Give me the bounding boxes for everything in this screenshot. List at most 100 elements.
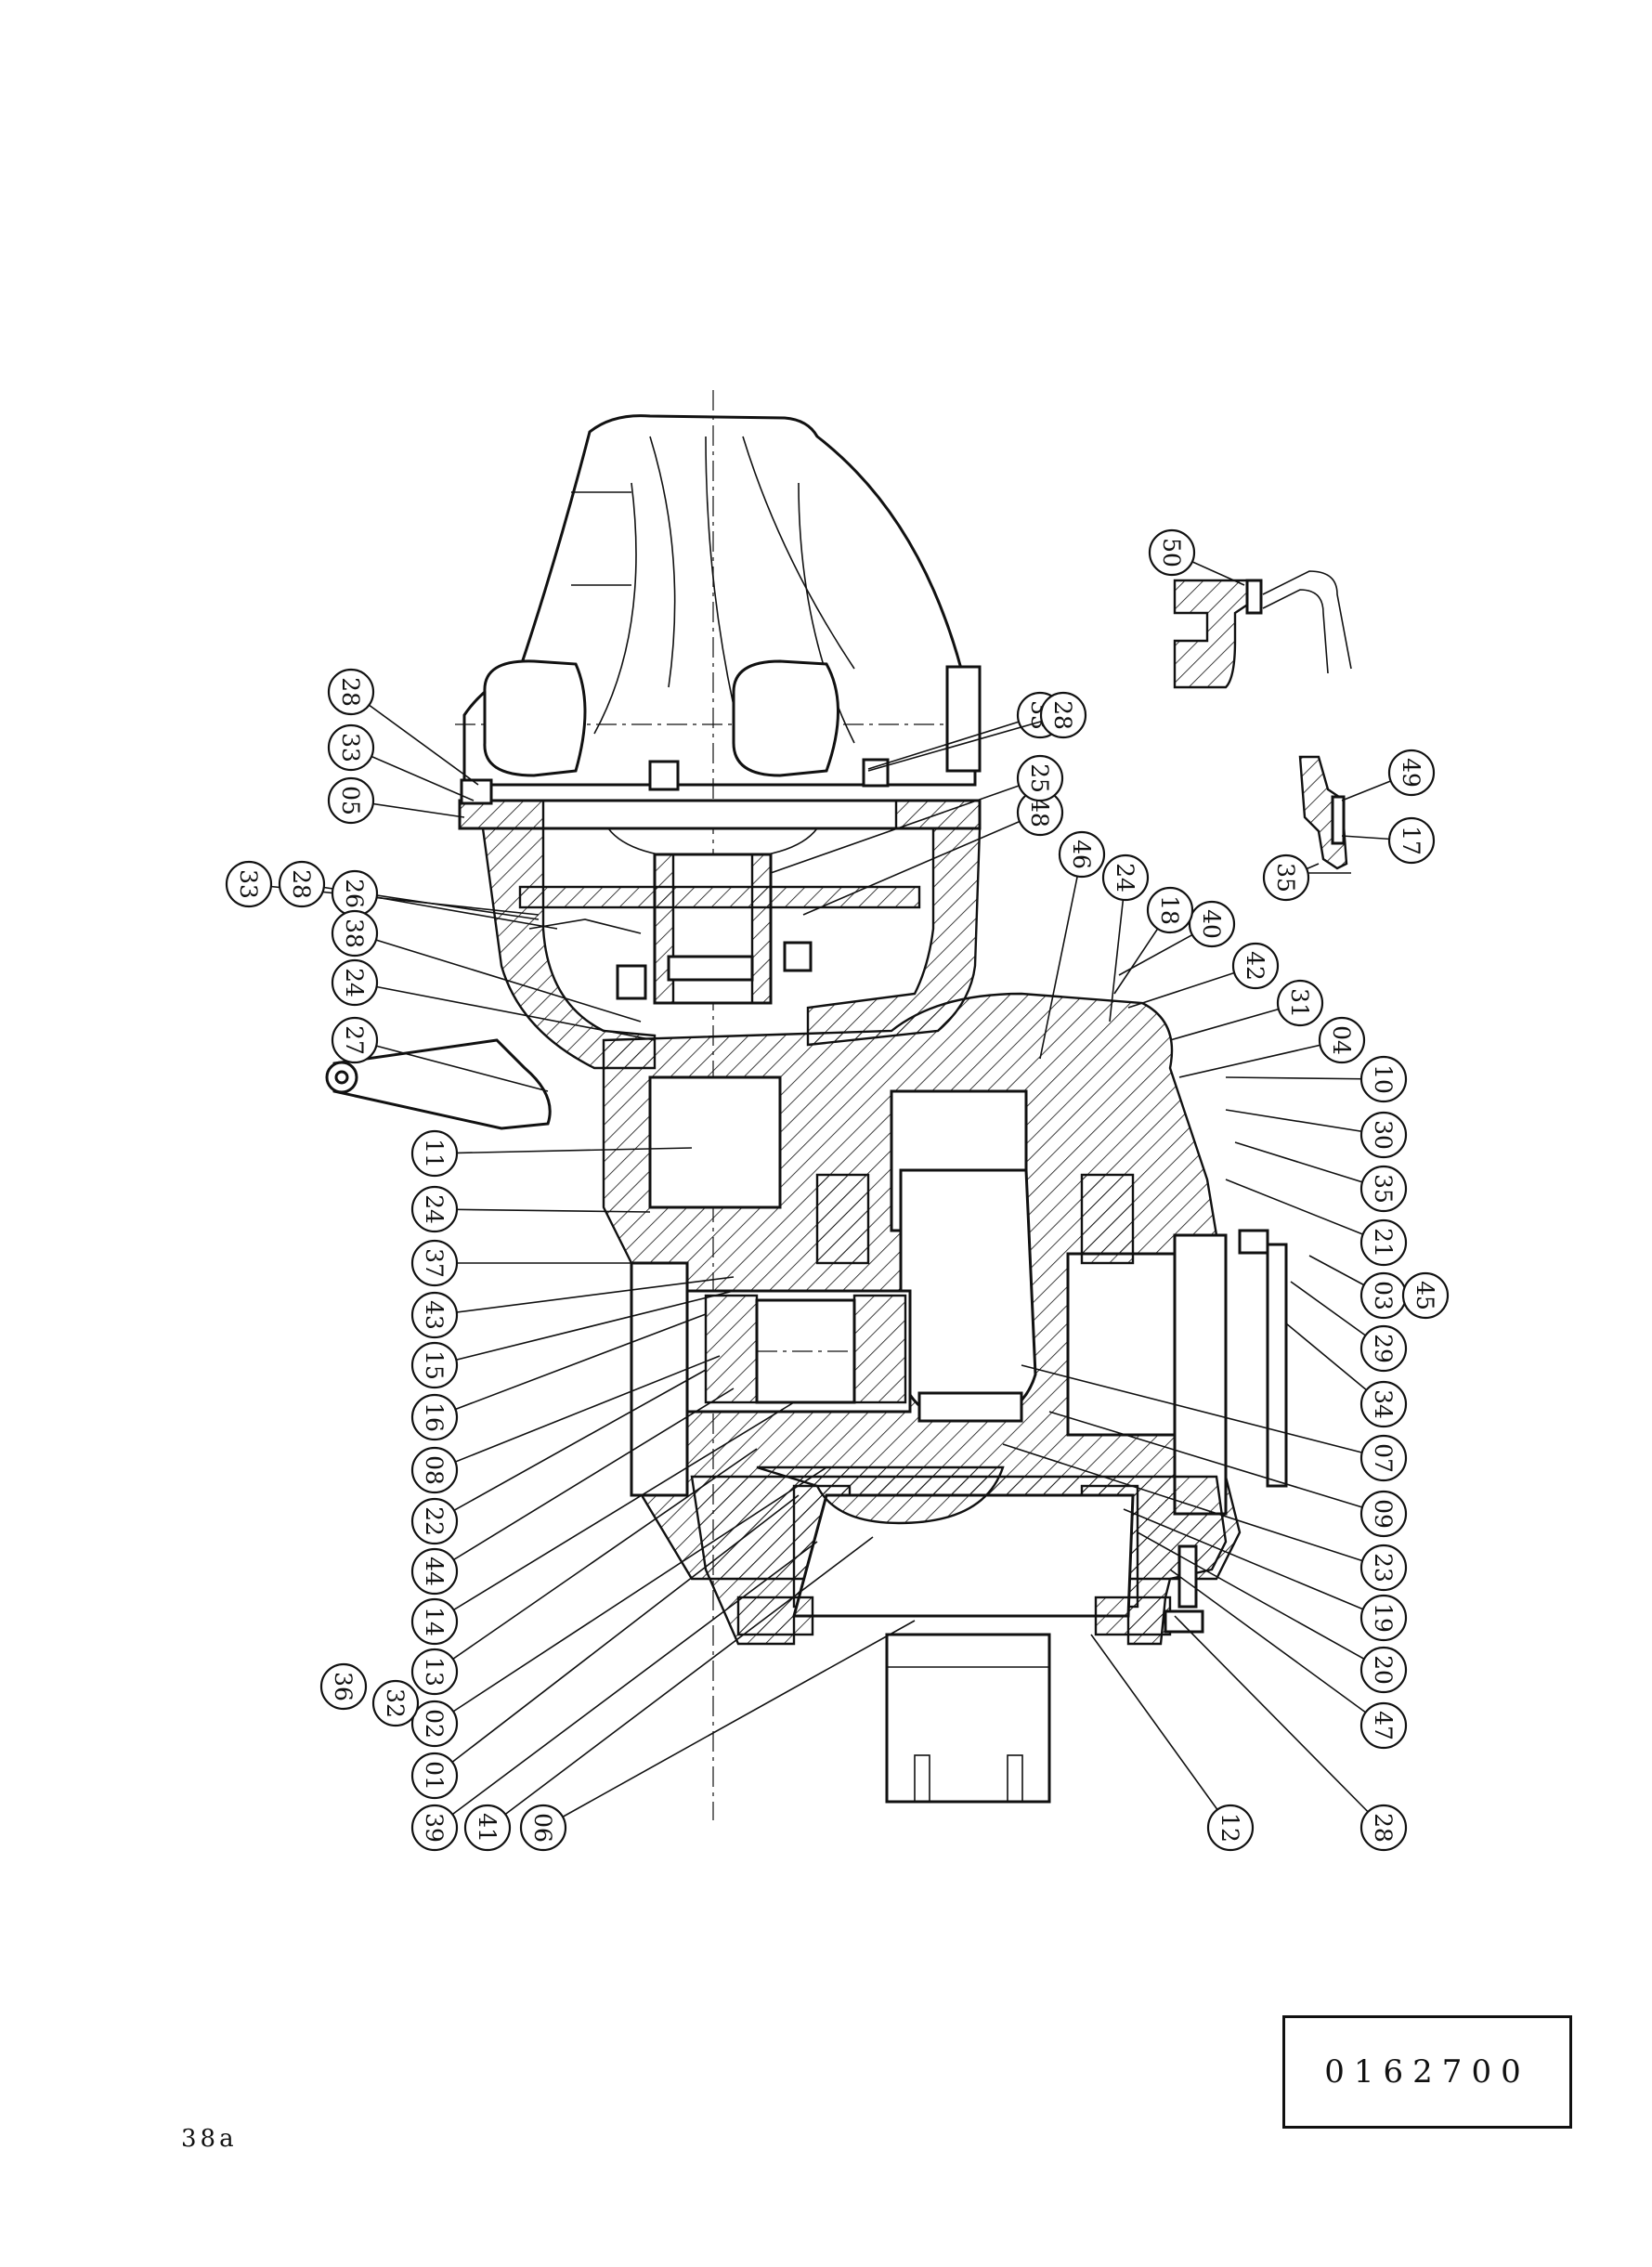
callout-circle	[1231, 942, 1280, 990]
callout-leader	[1225, 1076, 1385, 1080]
callout-circle	[327, 668, 375, 716]
part-number-label: 29	[1370, 1334, 1397, 1363]
callout-leader	[1225, 1179, 1385, 1244]
callout-circle	[519, 1804, 567, 1852]
part-number-label: 18	[1156, 895, 1183, 925]
callout-circle	[1262, 853, 1310, 902]
callout-circle	[1148, 528, 1196, 577]
part-number-label: 23	[1370, 1553, 1397, 1583]
drawing-number-box: 0162700	[1282, 2015, 1572, 2129]
part-number-label: 01	[421, 1761, 448, 1791]
callout-circle	[463, 1804, 512, 1852]
callout-leader	[354, 892, 558, 930]
callout-circle	[1359, 1324, 1408, 1373]
part-number-label: 24	[341, 968, 368, 997]
callout-leader	[1048, 1411, 1385, 1515]
part-number-label: 21	[1370, 1228, 1397, 1257]
callout-circle	[1359, 1055, 1408, 1103]
callout-leader	[354, 932, 642, 1023]
part-number-label: 26	[341, 879, 368, 908]
part-number-label: 39	[421, 1813, 448, 1843]
callout-leader	[1174, 1615, 1385, 1829]
detail-view-50	[1173, 570, 1352, 689]
callout-leader	[434, 1355, 721, 1471]
callout-circle	[1359, 1701, 1408, 1750]
callout-leader	[770, 777, 1041, 874]
part-number-label: 49	[1398, 758, 1424, 788]
callout-leader	[434, 1388, 735, 1572]
callout-leader	[434, 1313, 707, 1418]
callout-leader	[1109, 877, 1126, 1023]
callout-circle	[1188, 900, 1236, 948]
callout-leader	[1234, 1141, 1385, 1190]
callout-circle	[410, 1700, 459, 1748]
callout-leader	[1090, 1634, 1231, 1829]
part-number-label: 24	[421, 1194, 448, 1224]
part-number-label: 05	[337, 786, 364, 815]
callout-circle	[410, 1497, 459, 1545]
part-number-label: 43	[421, 1300, 448, 1330]
upper-gear-casing	[481, 827, 982, 1070]
part-number-label: 28	[1049, 700, 1076, 730]
callout-circle	[410, 1291, 459, 1339]
part-number-label: 42	[1242, 951, 1268, 981]
part-number-label: 50	[1158, 538, 1185, 567]
part-number-label: 48	[1026, 798, 1053, 827]
callout-circle	[1387, 816, 1436, 865]
callout-leader	[434, 1276, 735, 1316]
part-number-label: 22	[421, 1506, 448, 1536]
part-number-label: 20	[1370, 1655, 1397, 1685]
part-number-label: 30	[1370, 1120, 1397, 1150]
callout-leader	[434, 1448, 758, 1673]
part-number-label: 45	[1411, 1281, 1438, 1310]
callout-leader	[434, 1401, 795, 1622]
callout-circle	[1039, 691, 1087, 739]
part-number-label: 04	[1328, 1025, 1355, 1055]
part-number-label: 33	[235, 869, 262, 899]
callout-leader	[867, 714, 1041, 770]
part-number-label: 10	[1370, 1064, 1397, 1094]
callout-leader	[802, 812, 1041, 916]
part-number-label: 06	[529, 1813, 556, 1843]
callout-leader	[354, 982, 656, 1041]
callout-circle	[1058, 830, 1106, 879]
part-number-label: 40	[1198, 909, 1225, 939]
part-number-label: 28	[337, 677, 364, 707]
callout-leader	[1021, 1364, 1385, 1459]
callout-leader	[867, 714, 1064, 772]
callout-leader	[1123, 1508, 1385, 1619]
part-number-label: 17	[1398, 826, 1424, 855]
callout-circle	[410, 1341, 459, 1389]
callout-circle	[1359, 1804, 1408, 1852]
page-number: 38a	[181, 2125, 238, 2153]
callout-circle	[1359, 1165, 1408, 1213]
callout-circle	[1206, 1804, 1255, 1852]
part-number-label: 32	[382, 1688, 409, 1718]
callout-circle	[331, 958, 379, 1007]
callout-leader	[1002, 1443, 1385, 1569]
callout-circle	[1359, 1218, 1408, 1267]
part-number-label: 37	[421, 1248, 448, 1278]
part-number-label: 33	[337, 733, 364, 762]
callout-circle	[1318, 1016, 1366, 1064]
callout-circle	[371, 1679, 420, 1727]
part-number-label: 12	[1216, 1813, 1243, 1843]
part-number-label: 35	[1370, 1174, 1397, 1204]
callout-leader	[434, 1208, 651, 1213]
callout-circle	[1359, 1380, 1408, 1428]
callout-leader	[434, 1466, 827, 1725]
part-number-label: 38	[341, 919, 368, 948]
callout-leader	[434, 1147, 693, 1154]
callout-leader	[542, 1620, 916, 1829]
part-number-label: 15	[421, 1350, 448, 1380]
callout-circle	[1016, 754, 1064, 802]
callout-circle	[225, 860, 273, 908]
callout-leader	[1169, 1569, 1385, 1726]
detail-view-49	[1295, 755, 1351, 874]
callout-leader	[434, 1494, 800, 1777]
callout-leader	[1039, 853, 1083, 1060]
callout-circle	[410, 1446, 459, 1494]
callout-circle	[410, 1185, 459, 1233]
